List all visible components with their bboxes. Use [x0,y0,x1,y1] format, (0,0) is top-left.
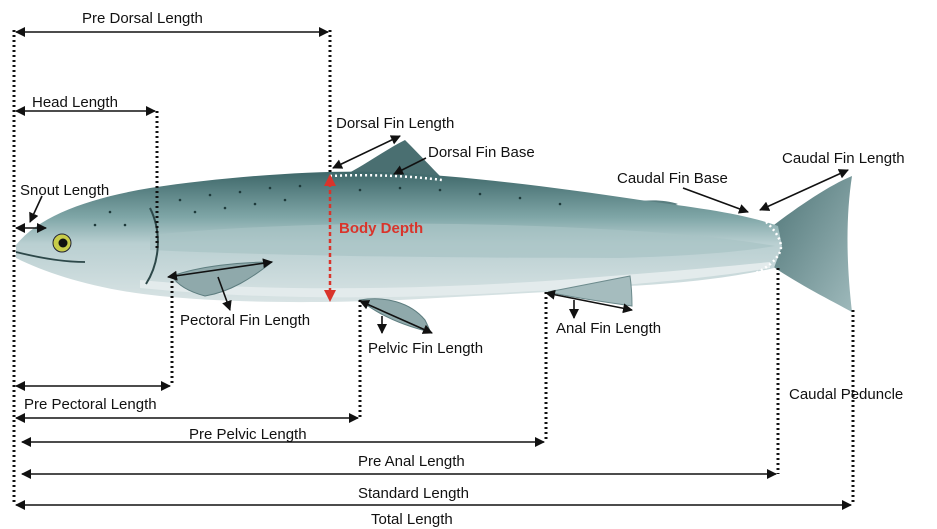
dorsal-fin-length-label: Dorsal Fin Length [336,116,454,131]
pre-anal-length-label: Pre Anal Length [358,454,465,469]
fish-illustration [16,140,852,332]
pre-dorsal-length-label: Pre Dorsal Length [82,11,203,26]
body-depth-label: Body Depth [339,221,423,236]
caudal-fin-base-label: Caudal Fin Base [617,171,728,186]
snout-pointer [30,196,42,222]
caudal-fin-length-label: Caudal Fin Length [782,151,905,166]
standard-length-label: Standard Length [358,486,469,501]
pelvic-fin-length-label: Pelvic Fin Length [368,341,483,356]
pre-pelvic-length-label: Pre Pelvic Length [189,427,307,442]
caudal-peduncle-label: Caudal Peduncle [789,387,903,402]
caudal-fin-shape [770,176,852,312]
pectoral-fin-length-label: Pectoral Fin Length [180,313,310,328]
anal-fin-length-label: Anal Fin Length [556,321,661,336]
pre-pectoral-length-label: Pre Pectoral Length [24,397,157,412]
total-length-label: Total Length [371,512,453,527]
dorsal-fin-base-label: Dorsal Fin Base [428,145,535,160]
head-length-label: Head Length [32,95,118,110]
snout-length-label: Snout Length [20,183,109,198]
